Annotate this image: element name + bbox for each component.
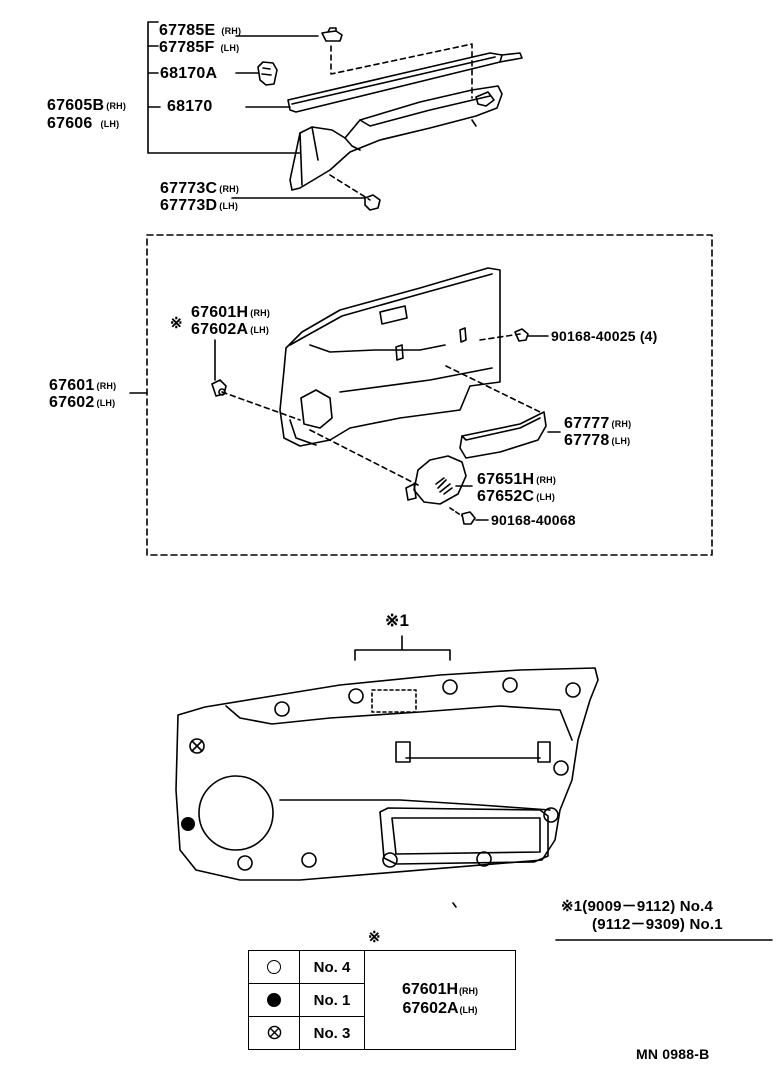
part-number: 67651H: [477, 471, 535, 488]
label-67773d: 67773D(LH): [160, 198, 238, 214]
side-tag: (LH): [250, 325, 270, 335]
clip-67601h-icon: [211, 339, 227, 397]
legend-symbol-cell: [248, 1016, 300, 1050]
legend-row: No. 3: [248, 1016, 516, 1050]
clip-67785-icon: [321, 27, 343, 42]
filled-circle-icon: [267, 992, 281, 1007]
side-tag: (RH): [96, 381, 117, 391]
legend-part-rh: 67601H(RH): [365, 981, 515, 1000]
side-tag: (LH): [459, 1005, 478, 1015]
part-number: 67785E: [159, 22, 216, 39]
part-number: 68170: [167, 98, 213, 115]
clip-68170a-icon: [257, 61, 278, 86]
part-number: 67602A: [191, 321, 249, 338]
legend-label: No. 1: [299, 983, 365, 1017]
part-number: 67602: [49, 394, 95, 411]
part-number: 67773D: [160, 197, 218, 214]
crossed-circle-icon: [267, 1025, 281, 1040]
side-tag: (RH): [459, 986, 479, 996]
legend-label: No. 3: [299, 1016, 365, 1050]
legend-part-cell: 67601H(RH) 67602A(LH): [364, 950, 516, 1050]
legend-label: No. 4: [299, 950, 365, 984]
label-67601h: 67601H(RH): [191, 305, 270, 321]
clip-marks-no1: [181, 817, 195, 831]
part-number: 67652C: [477, 488, 535, 505]
part-number: 67778: [564, 432, 610, 449]
clip-marks-no3: [189, 738, 205, 754]
legend-row: No. 4 67601H(RH) 67602A(LH): [248, 950, 516, 1050]
label-67605b: 67605B(RH): [47, 98, 126, 114]
side-tag: (LH): [220, 43, 240, 53]
side-tag: (LH): [611, 436, 631, 446]
window-rail: [287, 52, 523, 113]
part-number: 67601H: [191, 304, 249, 321]
clip-layout-panel: [175, 667, 599, 881]
side-tag: (LH): [100, 119, 120, 129]
part-number: 67773C: [160, 180, 218, 197]
label-68170: 68170: [167, 99, 213, 115]
armrest-67777: [459, 411, 561, 459]
part-number: 67601: [49, 377, 95, 394]
label-67651h: 67651H(RH): [477, 472, 556, 488]
label-67777: 67777(RH): [564, 416, 631, 432]
note-line-2: (9112－9309) No.1: [592, 916, 723, 933]
upper-trim-67605: [289, 85, 503, 191]
side-tag: (RH): [221, 26, 242, 36]
legend-symbol-cell: [248, 983, 300, 1017]
part-number: 67785F: [159, 39, 215, 56]
side-tag: (RH): [219, 184, 240, 194]
label-90168-40025: 90168-40025 (4): [551, 328, 658, 344]
label-67602: 67602(LH): [49, 395, 115, 411]
legend-row: No. 1: [248, 983, 516, 1017]
side-tag: (RH): [611, 419, 632, 429]
side-tag: (LH): [536, 492, 556, 502]
clip-group-marker: ※1: [385, 611, 410, 630]
part-number: 67777: [564, 415, 610, 432]
side-tag: (LH): [219, 201, 239, 211]
legend-symbol-cell: [248, 950, 300, 984]
label-67773c: 67773C(RH): [160, 181, 239, 197]
figure-code: MN 0988-B: [636, 1046, 710, 1062]
side-tag: (RH): [250, 308, 271, 318]
screw-90168-40025-icon: [514, 328, 549, 342]
side-tag: (LH): [96, 398, 116, 408]
label-67602a: 67602A(LH): [191, 322, 269, 338]
label-67601: 67601(RH): [49, 378, 116, 394]
label-90168-40068: 90168-40068: [491, 512, 576, 528]
speaker-grille-67651h: [405, 455, 473, 505]
part-number: 67602A: [402, 1000, 459, 1017]
open-circle-icon: [267, 959, 281, 974]
label-67785f: 67785F (LH): [159, 40, 239, 56]
legend-part-lh: 67602A(LH): [365, 1000, 515, 1019]
clip-marks-no4: [237, 677, 581, 871]
top-bracket: [147, 21, 301, 154]
legend-marker: ※: [368, 929, 381, 946]
side-tag: (RH): [106, 101, 127, 111]
label-68170a: 68170A: [160, 66, 217, 82]
side-tag: (RH): [536, 475, 557, 485]
panel-frame: [146, 234, 713, 556]
label-67606: 67606 (LH): [47, 116, 119, 132]
label-67778: 67778(LH): [564, 433, 630, 449]
part-number: 67601H: [401, 981, 459, 998]
speaker-opening: [198, 775, 274, 851]
note-line-1: ※1(9009－9112) No.4: [561, 898, 714, 915]
clip-67773-icon: [231, 194, 381, 211]
label-67785e: 67785E (RH): [159, 23, 241, 39]
part-number: 68170A: [160, 65, 218, 82]
part-number: 67605B: [47, 97, 105, 114]
asterisk-mark: ※: [170, 315, 183, 332]
screw-90168-40068-icon: [449, 507, 489, 525]
part-number: 67606: [47, 115, 93, 132]
door-panel: [279, 267, 501, 447]
label-67652c: 67652C(LH): [477, 489, 555, 505]
clip-legend-table: No. 4 67601H(RH) 67602A(LH) No. 1 No. 3: [248, 950, 516, 1050]
